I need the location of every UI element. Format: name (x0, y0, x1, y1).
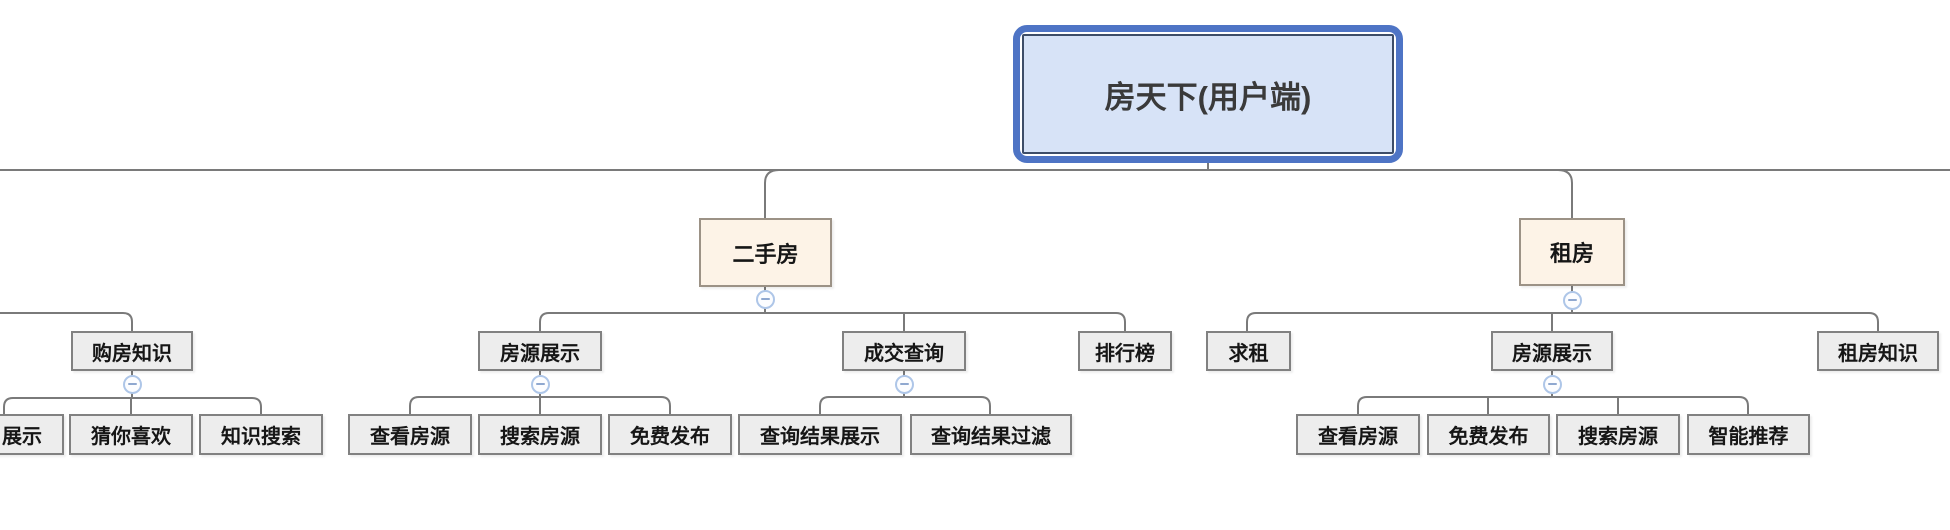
node-zhanshi-clipped[interactable]: 展示 (0, 414, 64, 455)
connector-line (3, 397, 262, 414)
connector-line (1246, 312, 1879, 331)
collapse-icon-chengjiao-chaxun[interactable] (894, 374, 914, 394)
collapse-icon-zufang[interactable] (1562, 290, 1582, 310)
node-fangyuan-zhanshi-zufang[interactable]: 房源展示 (1491, 331, 1613, 371)
connector-line (0, 312, 133, 331)
connector-line (764, 169, 780, 218)
collapse-icon-goufang-zhishi[interactable] (122, 374, 142, 394)
minus-icon (1567, 299, 1577, 301)
connector-line (819, 396, 991, 414)
node-cai-ni-xihuan[interactable]: 猜你喜欢 (69, 414, 193, 455)
node-mianfei-fabu-zufang[interactable]: 免费发布 (1427, 414, 1550, 455)
node-mianfei-fabu-ershou[interactable]: 免费发布 (608, 414, 732, 455)
root-node-selection-ring: 房天下(用户端) (1013, 25, 1403, 163)
collapse-icon-ershoufang[interactable] (755, 289, 775, 309)
root-node-label: 房天下(用户端) (1104, 79, 1312, 115)
connector-line (539, 312, 1126, 331)
minus-icon (535, 383, 545, 385)
node-chaxun-jieguo-zhanshi[interactable]: 查询结果展示 (738, 414, 902, 455)
collapse-icon-fangyuan-zhanshi-zufang[interactable] (1542, 374, 1562, 394)
minus-icon (127, 383, 137, 385)
minus-icon (1547, 383, 1557, 385)
node-sousuo-fangyuan-ershou[interactable]: 搜索房源 (478, 414, 602, 455)
node-ershoufang[interactable]: 二手房 (699, 218, 832, 287)
node-zufang[interactable]: 租房 (1519, 218, 1625, 286)
node-chakan-fangyuan-zufang[interactable]: 查看房源 (1296, 414, 1420, 455)
node-chengjiao-chaxun[interactable]: 成交查询 (842, 331, 966, 371)
node-chaxun-jieguo-guolv[interactable]: 查询结果过滤 (910, 414, 1072, 455)
collapse-icon-fangyuan-zhanshi-ershou[interactable] (530, 374, 550, 394)
minus-icon (899, 383, 909, 385)
node-fangyuan-zhanshi-ershou[interactable]: 房源展示 (478, 331, 602, 371)
root-node[interactable]: 房天下(用户端) (1022, 34, 1394, 154)
node-goufang-zhishi[interactable]: 购房知识 (71, 331, 193, 371)
node-sousuo-fangyuan-zufang[interactable]: 搜索房源 (1556, 414, 1680, 455)
node-zhishi-sousuo[interactable]: 知识搜索 (199, 414, 323, 455)
node-paihangbang[interactable]: 排行榜 (1078, 331, 1172, 371)
connector-line (1557, 169, 1573, 219)
node-qiuzu[interactable]: 求租 (1206, 331, 1291, 371)
connector-line (1357, 396, 1749, 414)
node-chakan-fangyuan-ershou[interactable]: 查看房源 (348, 414, 472, 455)
minus-icon (760, 298, 770, 300)
node-zufang-zhishi[interactable]: 租房知识 (1817, 331, 1939, 371)
node-zhineng-tuijian[interactable]: 智能推荐 (1687, 414, 1810, 455)
connector-line (409, 396, 671, 414)
